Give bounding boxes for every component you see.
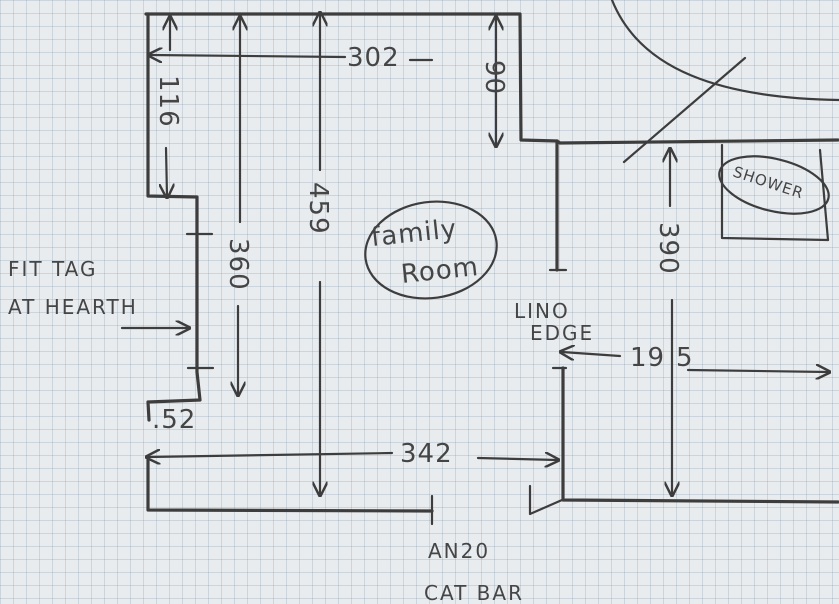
dim-right-height-label: 390 <box>653 222 683 275</box>
dim-right-b-label: 5 <box>676 343 694 373</box>
dimension-lines <box>120 14 828 494</box>
hearth-marks <box>185 232 215 370</box>
family-room-walls <box>144 12 839 526</box>
dim-right-a-label: 19 <box>630 343 665 373</box>
shower-outline <box>718 155 830 215</box>
fit-tag-line1: FIT TAG <box>8 257 97 281</box>
bathroom-walls <box>555 0 839 242</box>
fit-tag-line2: AT HEARTH <box>8 295 138 319</box>
dim-small-label: .52 <box>152 405 196 435</box>
dim-chimney-label: 360 <box>223 238 253 291</box>
lino-edge-line1: LINO <box>514 299 570 323</box>
dim-top-label: 302 <box>347 43 400 73</box>
note-line2: CAT BAR <box>424 581 524 604</box>
room-name-outline <box>364 200 498 300</box>
dim-top-right-label: 90 <box>479 60 509 95</box>
dim-height-label: 459 <box>303 182 333 235</box>
room-name-line2: Room <box>400 252 481 290</box>
shower-label: SHOWER <box>731 163 806 203</box>
dim-left-label: 116 <box>153 75 183 128</box>
lino-edge-line2: EDGE <box>530 321 594 345</box>
dim-bottom-label: 342 <box>400 439 453 469</box>
note-line1: AN20 <box>428 539 490 563</box>
